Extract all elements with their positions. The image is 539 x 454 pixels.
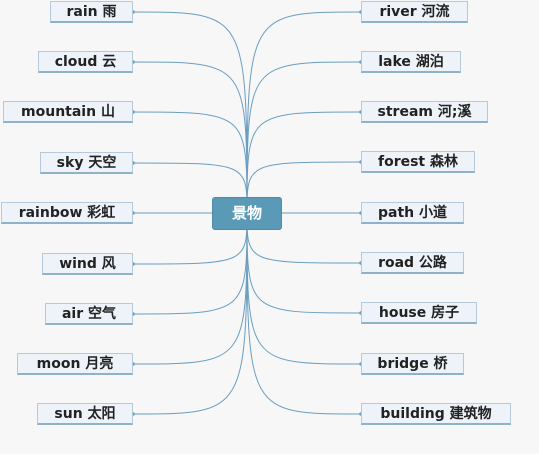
left-connector-line bbox=[132, 11, 248, 214]
right-node[interactable]: lake 湖泊 bbox=[361, 51, 461, 73]
right-node[interactable]: stream 河;溪 bbox=[361, 101, 488, 123]
right-node[interactable]: house 房子 bbox=[361, 302, 477, 324]
right-node[interactable]: forest 森林 bbox=[361, 151, 475, 173]
left-connector-line bbox=[132, 212, 248, 415]
left-node[interactable]: rainbow 彩虹 bbox=[1, 202, 133, 224]
left-node[interactable]: moon 月亮 bbox=[17, 353, 133, 375]
left-node[interactable]: mountain 山 bbox=[3, 101, 133, 123]
left-node[interactable]: sun 太阳 bbox=[37, 403, 133, 425]
right-connector-line bbox=[246, 11, 362, 214]
left-node[interactable]: sky 天空 bbox=[40, 152, 133, 174]
left-connector-line bbox=[132, 61, 248, 214]
right-connector-line bbox=[246, 61, 362, 214]
central-topic[interactable]: 景物 bbox=[212, 197, 282, 230]
left-node[interactable]: air 空气 bbox=[45, 303, 133, 325]
left-node[interactable]: rain 雨 bbox=[50, 1, 133, 23]
right-node[interactable]: path 小道 bbox=[361, 202, 464, 224]
right-node[interactable]: river 河流 bbox=[361, 1, 468, 23]
right-node[interactable]: road 公路 bbox=[361, 252, 464, 274]
left-node[interactable]: wind 风 bbox=[42, 253, 133, 275]
right-connector-line bbox=[246, 212, 362, 415]
right-node[interactable]: building 建筑物 bbox=[361, 403, 511, 425]
right-connector-line bbox=[246, 111, 362, 214]
right-connector-line bbox=[246, 212, 362, 365]
right-node[interactable]: bridge 桥 bbox=[361, 353, 464, 375]
left-node[interactable]: cloud 云 bbox=[38, 51, 133, 73]
left-connector-line bbox=[132, 212, 248, 365]
